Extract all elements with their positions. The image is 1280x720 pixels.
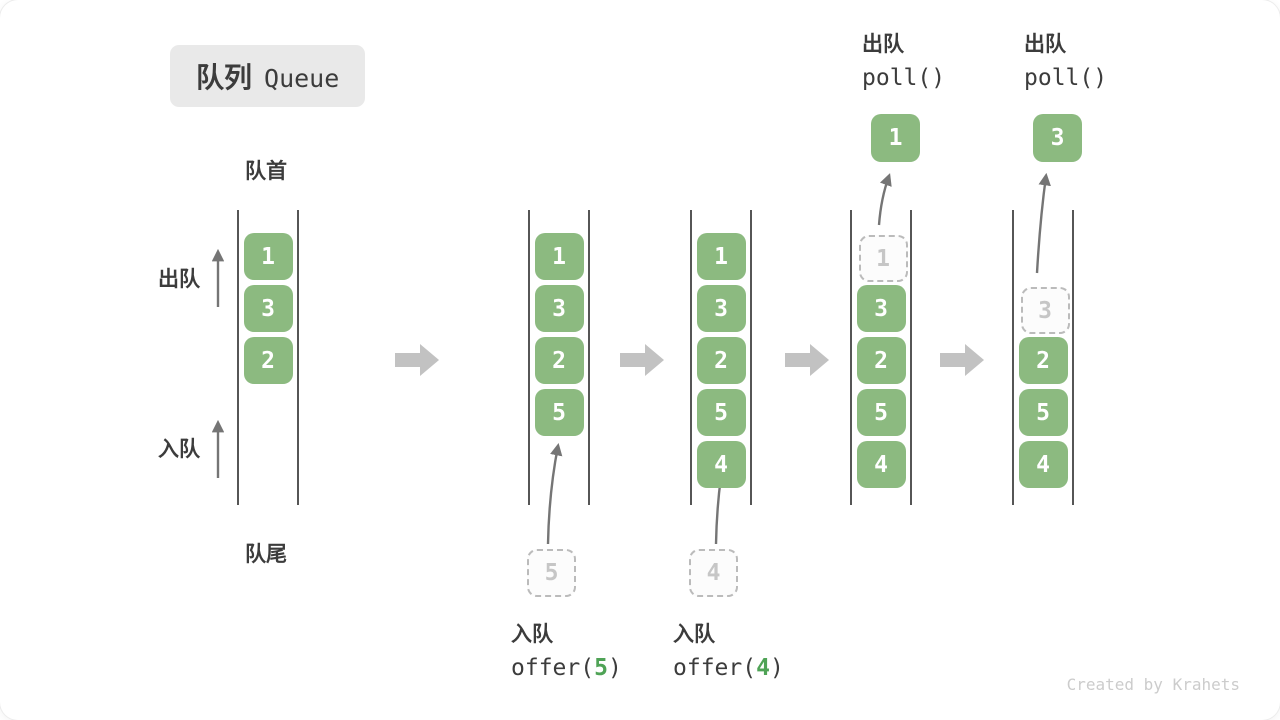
watermark: Created by Krahets: [1066, 675, 1240, 694]
code-post: ): [769, 655, 784, 681]
queue-slot: 4: [856, 441, 906, 488]
queue-slot: 4: [1018, 441, 1068, 488]
queue-slot: 2: [1018, 337, 1068, 384]
queue-slot: 2: [696, 337, 746, 384]
queue-slot-dashed: 1: [858, 235, 908, 282]
title-en: Queue: [264, 64, 340, 93]
step-arrow-icon-3: [785, 344, 829, 376]
step-arrow-icon-4: [940, 344, 984, 376]
queue-rail-left: [528, 210, 530, 505]
step-arrow-icon-1: [395, 344, 439, 376]
queue-slot-value: 3: [714, 295, 728, 322]
queue-rail-right: [297, 210, 299, 505]
queue-slot: 3: [696, 285, 746, 332]
queue-state-1: 1 3 2: [237, 210, 299, 505]
code-arg: 4: [756, 655, 770, 681]
dequeue-op-code: poll(): [862, 65, 946, 91]
dequeue-op-label: 出队 poll(): [1024, 28, 1107, 91]
queue-slot: 2: [534, 337, 584, 384]
queue-slot-dashed: 3: [1020, 287, 1070, 334]
label-dequeue-side: 出队: [158, 268, 200, 291]
queue-slot: 3: [856, 285, 906, 332]
queue-rail-right: [750, 210, 752, 505]
queue-state-3: 1 3 2 5 4: [690, 210, 752, 505]
queue-slot-value: 4: [874, 451, 888, 478]
queue-slot-value: 3: [874, 295, 888, 322]
enqueue-op-label: 入队 offer(4): [673, 618, 784, 681]
enqueue-op-code: offer(5): [511, 655, 622, 681]
title-zh: 队列: [196, 62, 253, 93]
enqueue-op-zh: 入队: [673, 623, 715, 646]
queue-state-2: 1 3 2 5: [528, 210, 590, 505]
outgoing-value: 3: [1050, 125, 1065, 151]
queue-slot-value: 4: [714, 451, 728, 478]
incoming-value: 4: [706, 560, 721, 586]
queue-slot: 4: [696, 441, 746, 488]
queue-slot-value: 2: [261, 347, 275, 374]
dequeue-op-zh: 出队: [1024, 33, 1066, 56]
queue-slot-value: 1: [714, 243, 728, 270]
queue-slot-value: 2: [552, 347, 566, 374]
dequeue-op-label: 出队 poll(): [862, 28, 945, 91]
queue-slot-value: 3: [552, 295, 566, 322]
queue-slot-value: 2: [874, 347, 888, 374]
queue-rail-right: [910, 210, 912, 505]
queue-slot-value: 5: [874, 399, 888, 426]
queue-slot-value: 1: [552, 243, 566, 270]
queue-slot: 1: [534, 233, 584, 280]
diagram-title: 队列 Queue: [170, 45, 366, 107]
queue-rail-left: [237, 210, 239, 505]
queue-slot: 3: [534, 285, 584, 332]
queue-state-4: 1 3 2 5 4: [850, 210, 912, 505]
queue-slot-value: 5: [552, 399, 566, 426]
queue-rail-left: [690, 210, 692, 505]
code-pre: offer(: [673, 655, 757, 681]
outgoing-value: 1: [888, 125, 903, 151]
queue-slot-value: 2: [1036, 347, 1050, 374]
step-arrow-icon-2: [620, 344, 664, 376]
code-post: ): [607, 655, 622, 681]
queue-slot: 5: [856, 389, 906, 436]
outgoing-value-box: 1: [871, 114, 920, 162]
label-enqueue-side: 入队: [158, 438, 200, 461]
incoming-value: 5: [544, 560, 559, 586]
queue-slot: 2: [243, 337, 293, 384]
dequeue-op-code: poll(): [1024, 65, 1108, 91]
enqueue-op-zh: 入队: [511, 623, 553, 646]
queue-state-5: 3 2 5 4: [1012, 210, 1074, 505]
queue-slot: 2: [856, 337, 906, 384]
queue-rail-left: [1012, 210, 1014, 505]
queue-slot-value: 1: [261, 243, 275, 270]
queue-slot: 5: [696, 389, 746, 436]
dequeue-op-zh: 出队: [862, 33, 904, 56]
incoming-value-box: 5: [527, 549, 576, 597]
queue-slot-value: 3: [261, 295, 275, 322]
label-queue-rear: 队尾: [245, 543, 287, 566]
queue-rail-left: [850, 210, 852, 505]
queue-slot: 1: [243, 233, 293, 280]
queue-slot-value: 1: [876, 245, 890, 272]
queue-slot-value: 4: [1036, 451, 1050, 478]
queue-slot: 5: [1018, 389, 1068, 436]
enqueue-op-label: 入队 offer(5): [511, 618, 622, 681]
incoming-value-box: 4: [689, 549, 738, 597]
queue-slot: 5: [534, 389, 584, 436]
code-arg: 5: [594, 655, 608, 681]
queue-rail-right: [588, 210, 590, 505]
queue-rail-right: [1072, 210, 1074, 505]
queue-slot-value: 2: [714, 347, 728, 374]
queue-slot-value: 5: [1036, 399, 1050, 426]
enqueue-op-code: offer(4): [673, 655, 784, 681]
queue-slot-value: 3: [1038, 297, 1052, 324]
code-pre: offer(: [511, 655, 595, 681]
queue-slot-value: 5: [714, 399, 728, 426]
queue-slot: 3: [243, 285, 293, 332]
label-queue-front: 队首: [245, 160, 287, 183]
queue-slot: 1: [696, 233, 746, 280]
outgoing-value-box: 3: [1033, 114, 1082, 162]
